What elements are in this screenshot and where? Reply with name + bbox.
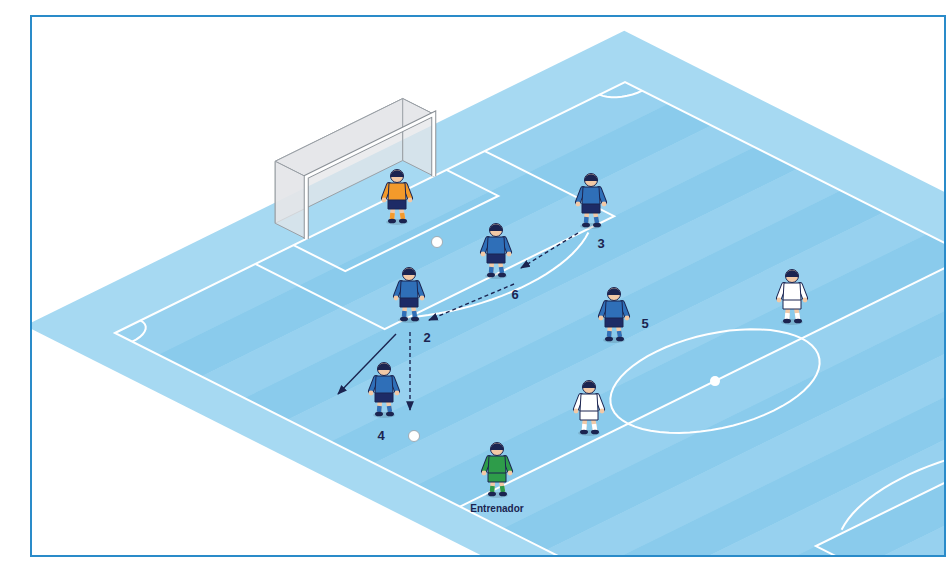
player-number: 2 (423, 331, 430, 344)
pitch-line (842, 446, 944, 530)
pitch-line (816, 433, 944, 555)
opponent (777, 270, 808, 326)
pass-arrow (521, 233, 578, 268)
pitch-line (600, 91, 643, 98)
player (369, 363, 400, 419)
pitch-line (132, 320, 145, 341)
player (394, 268, 425, 324)
player-number: 5 (641, 317, 648, 330)
coach (482, 443, 513, 499)
pitch-line (115, 82, 944, 555)
ball (432, 237, 443, 248)
goal-frame-outline (306, 114, 434, 239)
player-number: 3 (597, 237, 604, 250)
grass-stripe (719, 386, 944, 555)
player-number: 4 (377, 429, 384, 442)
grass-stripe (762, 408, 944, 556)
opponent (574, 381, 605, 437)
goal-net (275, 161, 306, 239)
grass-stripe (676, 364, 944, 555)
goal (275, 99, 434, 239)
pitch-line (610, 329, 819, 433)
player (599, 288, 630, 344)
goal-net (275, 99, 434, 177)
player (576, 174, 607, 230)
pitch-surround (32, 31, 944, 555)
run-arrow (338, 334, 396, 394)
pitch-line (460, 256, 944, 507)
center-spot (710, 376, 720, 386)
player-number: 6 (511, 288, 518, 301)
goal-frame (306, 114, 434, 239)
pitch-line (932, 491, 944, 555)
movement-arrows (338, 233, 578, 410)
pitch (32, 31, 944, 555)
goal-net (403, 99, 434, 177)
coach-label: Entrenador (470, 504, 523, 514)
pitch-line (418, 232, 589, 316)
pitch-lines (115, 82, 944, 555)
player (481, 224, 512, 280)
ball (409, 431, 420, 442)
goalkeeper (382, 170, 413, 226)
pass-arrow (409, 332, 410, 410)
pass-arrow (429, 284, 514, 320)
